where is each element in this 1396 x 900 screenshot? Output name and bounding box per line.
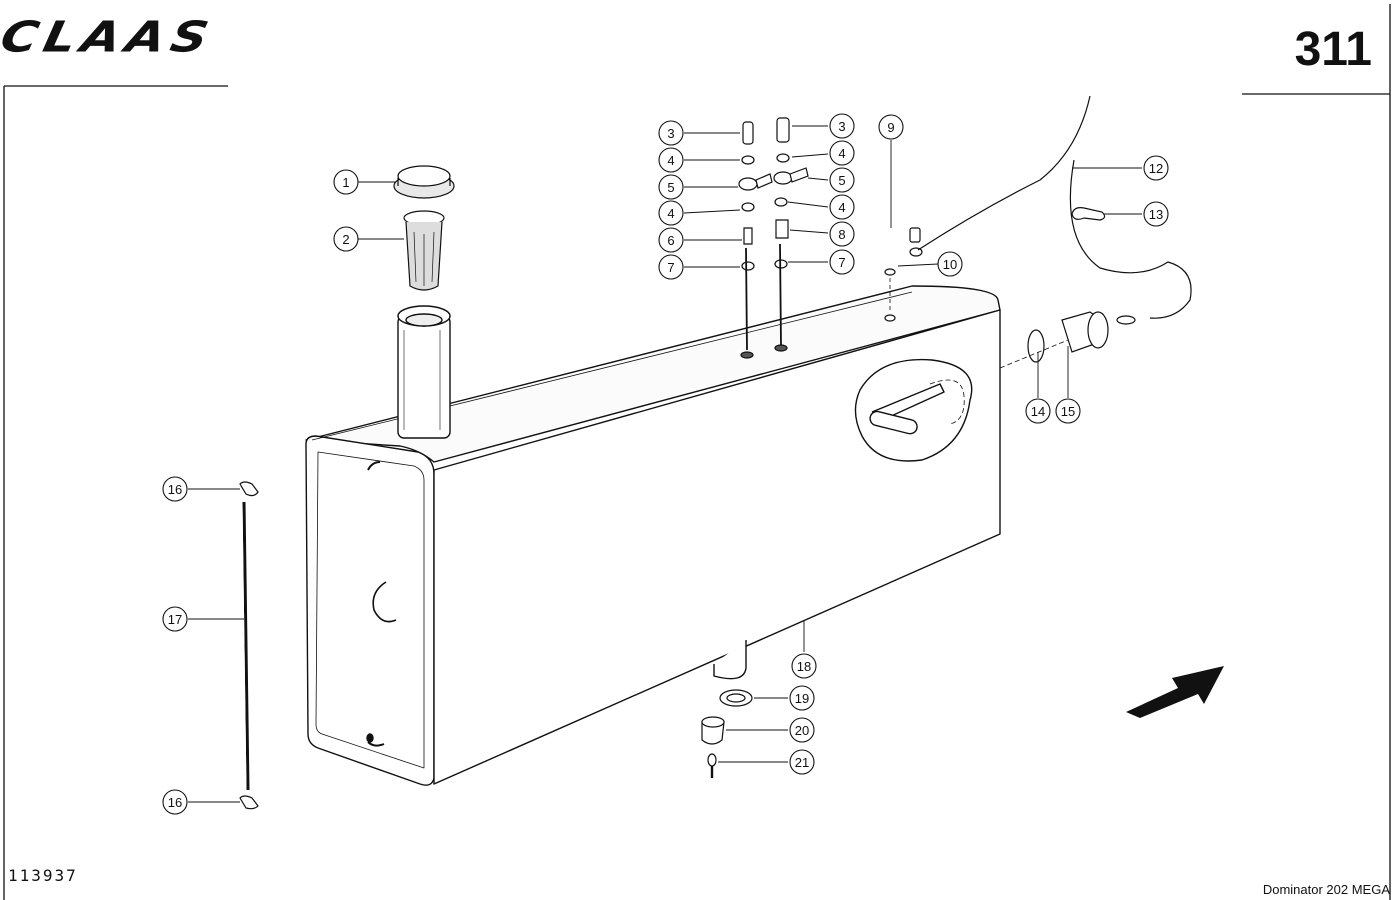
callout-14: 14 xyxy=(1025,398,1051,424)
svg-text:16: 16 xyxy=(168,795,182,810)
svg-text:4: 4 xyxy=(838,200,845,215)
callout-17: 17 xyxy=(162,606,188,632)
callout-7-a: 7 xyxy=(658,254,684,280)
callout-4-d: 4 xyxy=(829,194,855,220)
callout-1: 1 xyxy=(333,169,359,195)
svg-text:14: 14 xyxy=(1031,404,1045,419)
callout-15: 15 xyxy=(1055,398,1081,424)
callout-4-c: 4 xyxy=(658,200,684,226)
callout-3-right: 3 xyxy=(829,113,855,139)
document-number: 113937 xyxy=(8,866,78,885)
callout-12: 12 xyxy=(1143,155,1169,181)
svg-text:5: 5 xyxy=(838,173,845,188)
svg-text:18: 18 xyxy=(797,659,811,674)
callout-4-b: 4 xyxy=(829,140,855,166)
direction-arrow xyxy=(1126,666,1224,718)
svg-text:12: 12 xyxy=(1149,161,1163,176)
svg-text:10: 10 xyxy=(943,257,957,272)
callout-7-b: 7 xyxy=(829,249,855,275)
svg-text:7: 7 xyxy=(667,260,674,275)
callouts: 1 2 3 3 4 4 4 4 5 5 6 7 7 8 9 10 12 13 1… xyxy=(162,113,1169,815)
callout-6: 6 xyxy=(658,227,684,253)
svg-text:1: 1 xyxy=(342,175,349,190)
svg-text:15: 15 xyxy=(1061,404,1075,419)
model-name: Dominator 202 MEGA xyxy=(1262,882,1390,897)
svg-text:7: 7 xyxy=(838,255,845,270)
callout-2: 2 xyxy=(333,226,359,252)
parts xyxy=(239,95,1192,810)
callout-5-a: 5 xyxy=(658,174,684,200)
svg-text:9: 9 xyxy=(887,120,894,135)
fuel-tank xyxy=(305,285,1001,786)
svg-text:16: 16 xyxy=(168,482,182,497)
svg-text:17: 17 xyxy=(168,612,182,627)
svg-text:3: 3 xyxy=(838,119,845,134)
callout-16-bottom: 16 xyxy=(162,789,188,815)
page-number: 311 xyxy=(1294,23,1372,76)
svg-text:21: 21 xyxy=(795,755,809,770)
callout-18: 18 xyxy=(791,653,817,679)
svg-text:20: 20 xyxy=(795,723,809,738)
callout-4-a: 4 xyxy=(658,147,684,173)
svg-text:5: 5 xyxy=(667,180,674,195)
svg-text:3: 3 xyxy=(667,126,674,141)
frame-lines xyxy=(3,4,1391,900)
callout-13: 13 xyxy=(1143,201,1169,227)
svg-text:13: 13 xyxy=(1149,207,1163,222)
callout-19: 19 xyxy=(789,685,815,711)
leader-lines xyxy=(188,125,1142,803)
svg-text:19: 19 xyxy=(795,691,809,706)
callout-16-top: 16 xyxy=(162,476,188,502)
callout-9: 9 xyxy=(878,114,904,140)
svg-text:2: 2 xyxy=(342,232,349,247)
svg-text:4: 4 xyxy=(838,146,845,161)
callout-5-b: 5 xyxy=(829,167,855,193)
svg-text:4: 4 xyxy=(667,153,674,168)
callout-3-left: 3 xyxy=(658,120,684,146)
svg-text:4: 4 xyxy=(667,206,674,221)
svg-text:8: 8 xyxy=(838,227,845,242)
svg-text:6: 6 xyxy=(667,233,674,248)
callout-10: 10 xyxy=(937,251,963,277)
callout-8: 8 xyxy=(829,221,855,247)
callout-21: 21 xyxy=(789,749,815,775)
callout-20: 20 xyxy=(789,717,815,743)
